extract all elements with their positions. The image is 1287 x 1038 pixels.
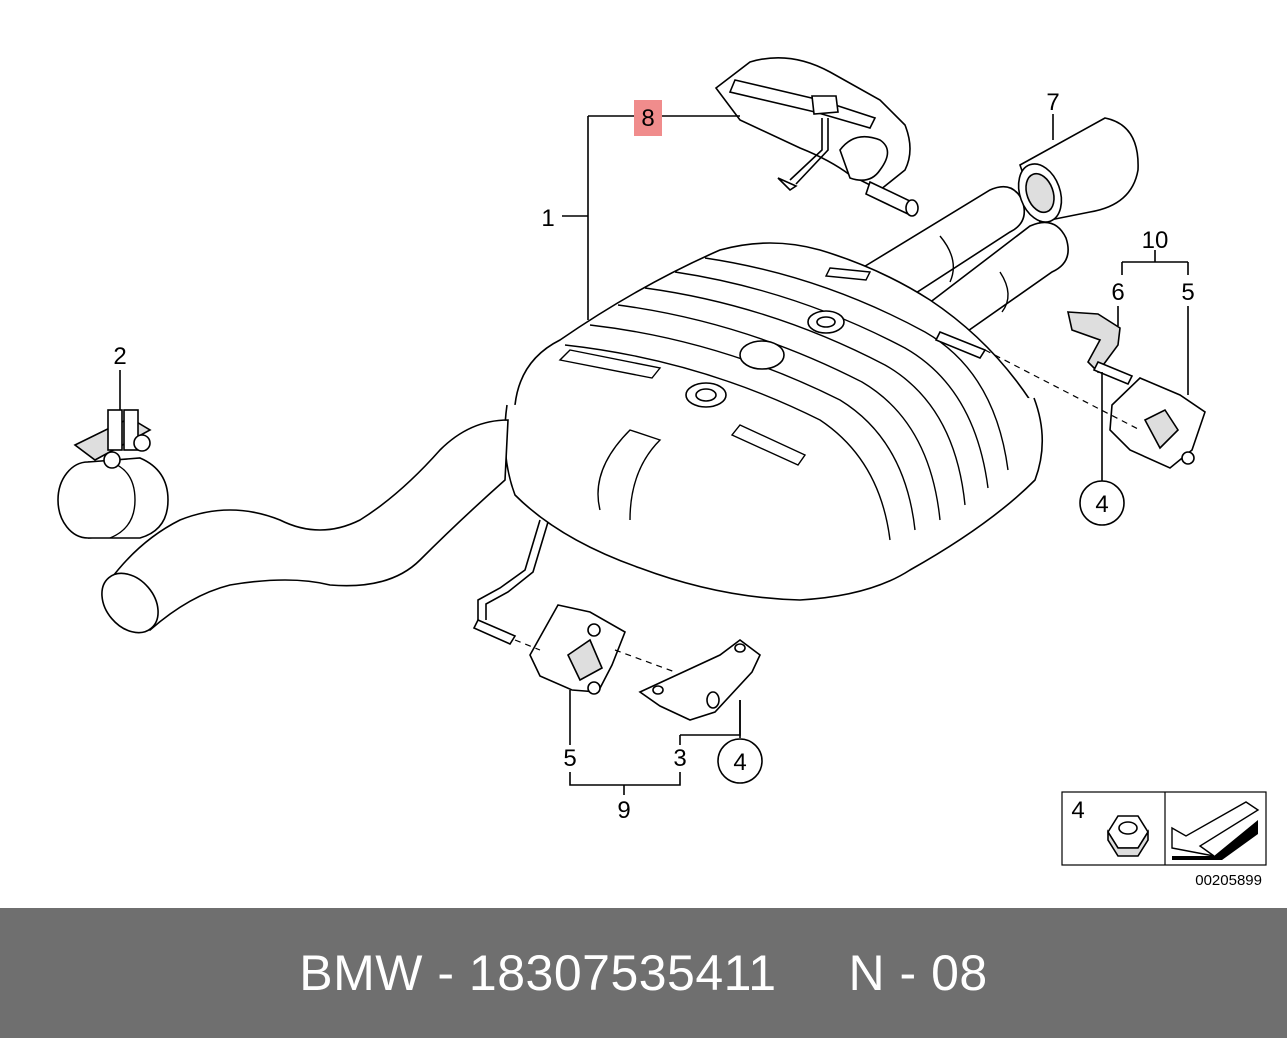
callout-5-right: 5 [1181,279,1194,306]
rear-silencer [101,185,1069,646]
lower-bracket [638,639,762,721]
inset-box: 4 [1061,791,1267,866]
tailpipe-trim [1017,117,1139,223]
callout-5-bottom: 5 [563,745,576,772]
hex-nut-icon [1107,815,1149,857]
callout-8: 8 [641,105,654,132]
callout-4-right: 4 [1095,491,1108,518]
arrow-symbol-icon [1171,801,1260,860]
callout-3: 3 [673,745,686,772]
leader-lines [119,114,1189,795]
callout-6: 6 [1111,279,1124,306]
callout-1: 1 [541,205,554,232]
callout-4-right-circle [1079,480,1125,526]
drawing-code: 00205899 [1195,872,1262,889]
exhaust-clamp [57,409,169,539]
right-rubber-mount [1066,311,1206,469]
footer-text: BMW - 18307535411 N - 08 [299,945,988,1001]
callout-4-bottom-circle [717,738,763,784]
inset-label: 4 [1071,797,1084,824]
part-number-footer: BMW - 18307535411 N - 08 [0,908,1287,1038]
mounting-bracket-set [714,57,919,217]
callout-10: 10 [1142,227,1169,254]
lower-rubber-mount [529,604,626,695]
callout-9: 9 [617,797,630,824]
callout-2: 2 [113,343,126,370]
callout-7: 7 [1046,89,1059,116]
callout-8-highlight [634,100,662,136]
callout-4-bottom: 4 [733,749,746,776]
exhaust-parts-diagram: 8 1 2 7 10 6 5 4 5 3 4 9 4 00205899 [57,57,1267,889]
callout-labels: 8 1 2 7 10 6 5 4 5 3 4 9 [113,89,1194,824]
